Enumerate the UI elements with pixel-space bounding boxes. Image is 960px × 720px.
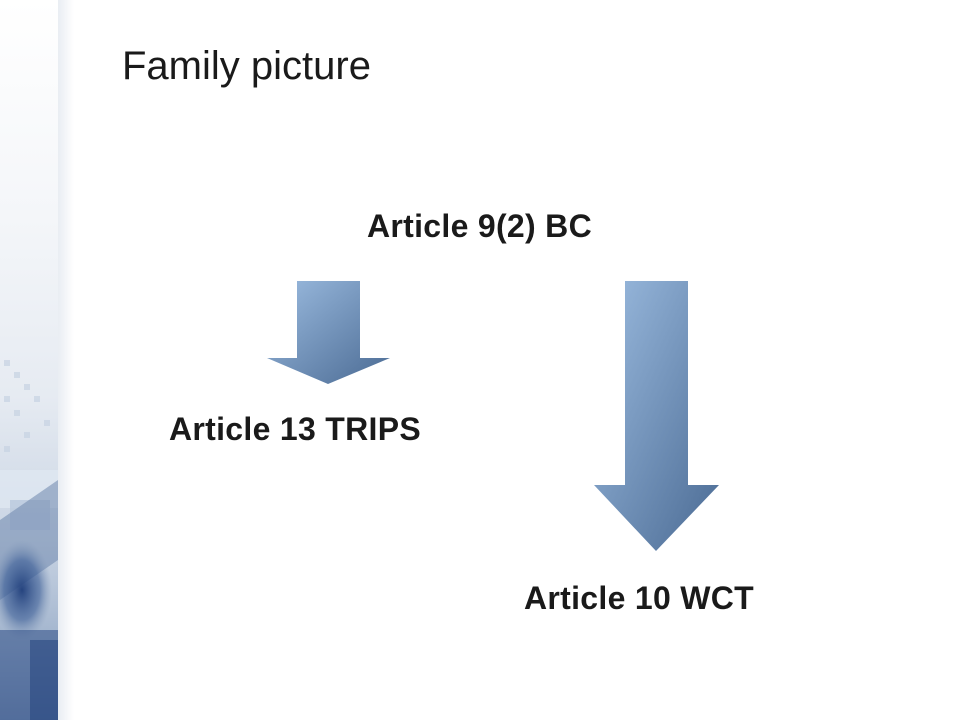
slide-title: Family picture [122, 44, 371, 88]
arrow-to-wct [594, 281, 719, 551]
child-node-wct-label: Article 10 WCT [524, 580, 755, 616]
root-node-label: Article 9(2) BC [367, 208, 592, 244]
decorative-pattern [0, 360, 58, 720]
decorative-side-line [58, 0, 74, 720]
arrow-to-trips [267, 281, 390, 384]
child-node-trips-label: Article 13 TRIPS [169, 411, 422, 447]
